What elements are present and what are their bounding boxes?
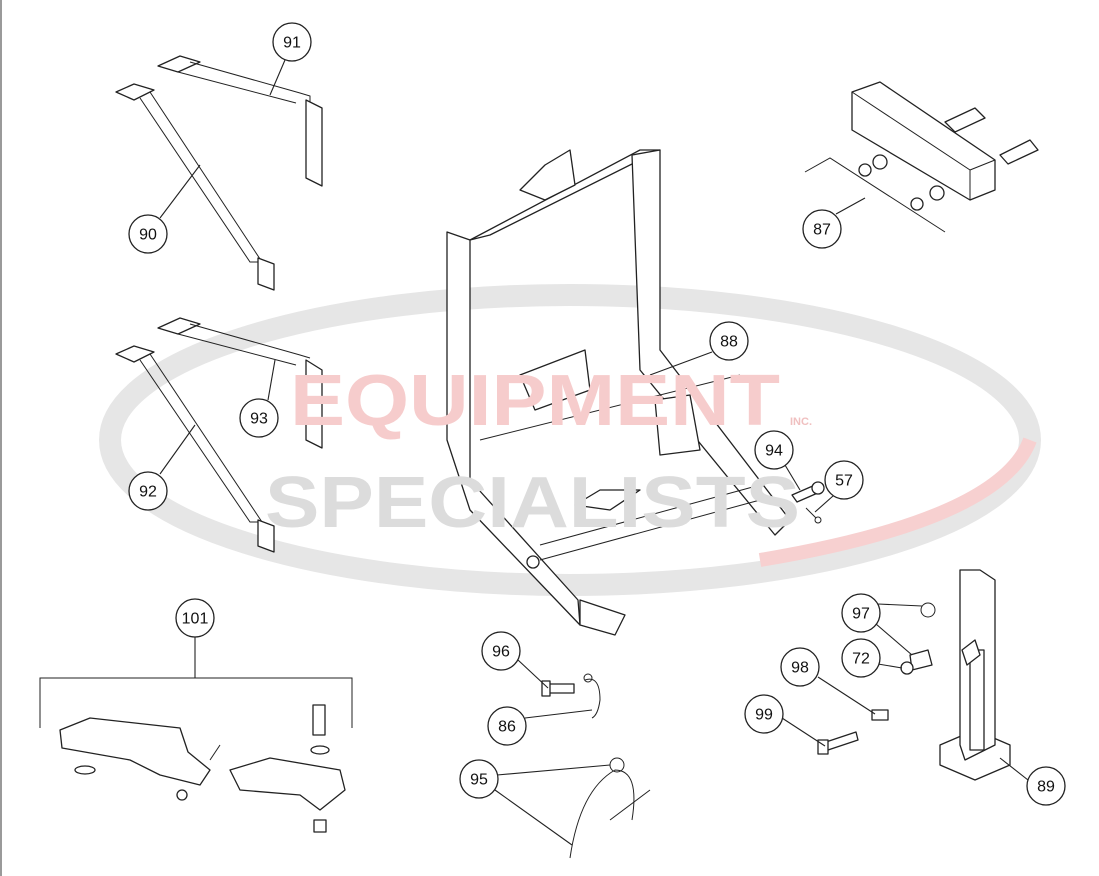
callout-circle (841, 638, 881, 678)
callout-57: 57 (824, 460, 864, 500)
part-90-bracket (115, 83, 275, 291)
part-87-mount (804, 81, 1039, 233)
callout-91: 91 (272, 22, 312, 62)
callout-circle (744, 694, 784, 734)
callout-99: 99 (744, 694, 784, 734)
callout-93: 93 (239, 398, 279, 438)
callout-86: 86 (487, 706, 527, 746)
part-97-pin (909, 602, 936, 671)
callout-circle (780, 647, 820, 687)
callout-96: 96 (481, 631, 521, 671)
part-101-kit (39, 677, 353, 833)
watermark-line2: SPECIALISTS (265, 463, 800, 543)
callout-circle (1026, 766, 1066, 806)
watermark-line1: EQUIPMENT (290, 361, 780, 441)
callout-87: 87 (802, 209, 842, 249)
callout-label: 91 (283, 35, 301, 52)
callout-label: 93 (250, 411, 268, 428)
part-91-bracket (157, 55, 323, 187)
callout-label: 101 (182, 611, 209, 628)
callout-circle (824, 460, 864, 500)
callout-circle (272, 22, 312, 62)
callout-label: 57 (835, 473, 853, 490)
part-95-pin (569, 757, 651, 859)
callout-circle (802, 209, 842, 249)
part-89-stand (939, 569, 1011, 781)
callout-label: 98 (791, 660, 809, 677)
leader-lines (159, 59, 1029, 846)
callout-circle (754, 430, 794, 470)
callout-label: 96 (492, 644, 510, 661)
callout-95: 95 (459, 759, 499, 799)
part-86-clip (583, 673, 601, 719)
callout-88: 88 (709, 321, 749, 361)
callout-label: 92 (139, 484, 157, 501)
callout-label: 72 (852, 651, 870, 668)
part-94-pin (791, 481, 825, 503)
callout-circle (459, 759, 499, 799)
callout-label: 89 (1037, 779, 1055, 796)
part-72-nut (900, 661, 914, 675)
callout-89: 89 (1026, 766, 1066, 806)
callout-98: 98 (780, 647, 820, 687)
callout-circle (841, 593, 881, 633)
callout-circle (239, 398, 279, 438)
callout-label: 90 (139, 227, 157, 244)
callout-101: 101 (175, 598, 215, 638)
watermark-logo: EQUIPMENT INC. SPECIALISTS (265, 361, 812, 543)
callout-label: 88 (720, 334, 738, 351)
page-border (0, 0, 2, 876)
part-88-frame (446, 149, 791, 636)
callout-circle (481, 631, 521, 671)
callout-label: 87 (813, 222, 831, 239)
callout-circle (128, 214, 168, 254)
part-92-bracket (115, 345, 275, 553)
callout-label: 86 (498, 719, 516, 736)
callout-label: 95 (470, 772, 488, 789)
part-98-spacer (871, 709, 889, 721)
callout-circle (487, 706, 527, 746)
callout-circle (128, 471, 168, 511)
callout-72: 72 (841, 638, 881, 678)
callout-90: 90 (128, 214, 168, 254)
watermark-suffix: INC. (790, 416, 812, 428)
callout-label: 97 (852, 606, 870, 623)
part-93-bracket (157, 317, 323, 449)
callout-label: 94 (765, 443, 783, 460)
callout-97: 97 (841, 593, 881, 633)
callout-94: 94 (754, 430, 794, 470)
callout-label: 99 (755, 707, 773, 724)
part-96-pin (541, 680, 575, 697)
part-99-bolt (817, 731, 859, 755)
callout-circle (709, 321, 749, 361)
callout-92: 92 (128, 471, 168, 511)
part-57-clip (805, 507, 822, 524)
callouts: 91 90 93 92 88 87 94 57 101 96 86 95 97 72 98 99 89 (128, 22, 1066, 806)
callout-circle (175, 598, 215, 638)
watermark-swoosh (99, 284, 1041, 596)
